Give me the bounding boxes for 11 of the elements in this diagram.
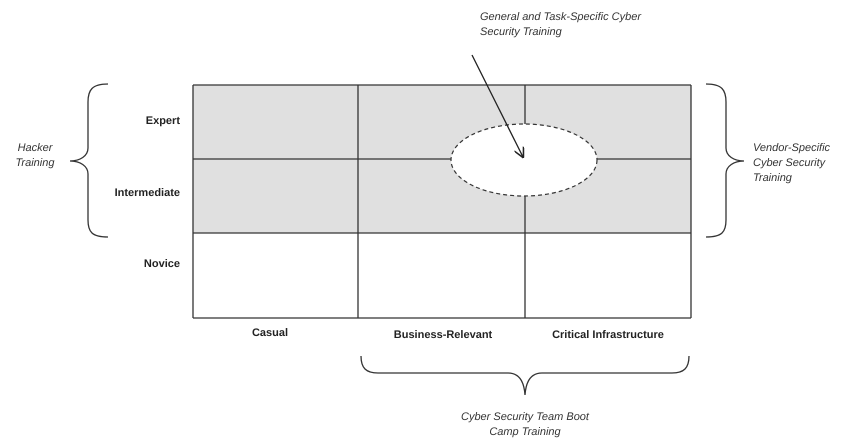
- bracket-label: Vendor-Specific Cyber Security Training: [753, 141, 832, 186]
- callout-text: General and Task-Specific Cyber Security Training: [480, 10, 642, 40]
- column-label: Critical Infrastructure: [551, 329, 665, 341]
- row-label: Novice: [142, 258, 180, 270]
- row-label: Intermediate: [114, 187, 180, 199]
- bracket-label: Cyber Security Team Boot Camp Training: [460, 410, 590, 440]
- column-label: Casual: [250, 327, 290, 339]
- row-label: Expert: [144, 115, 180, 127]
- arrow: [471, 54, 524, 159]
- column-label: Business-Relevant: [392, 329, 494, 341]
- bracket-label: Hacker Training: [14, 141, 56, 171]
